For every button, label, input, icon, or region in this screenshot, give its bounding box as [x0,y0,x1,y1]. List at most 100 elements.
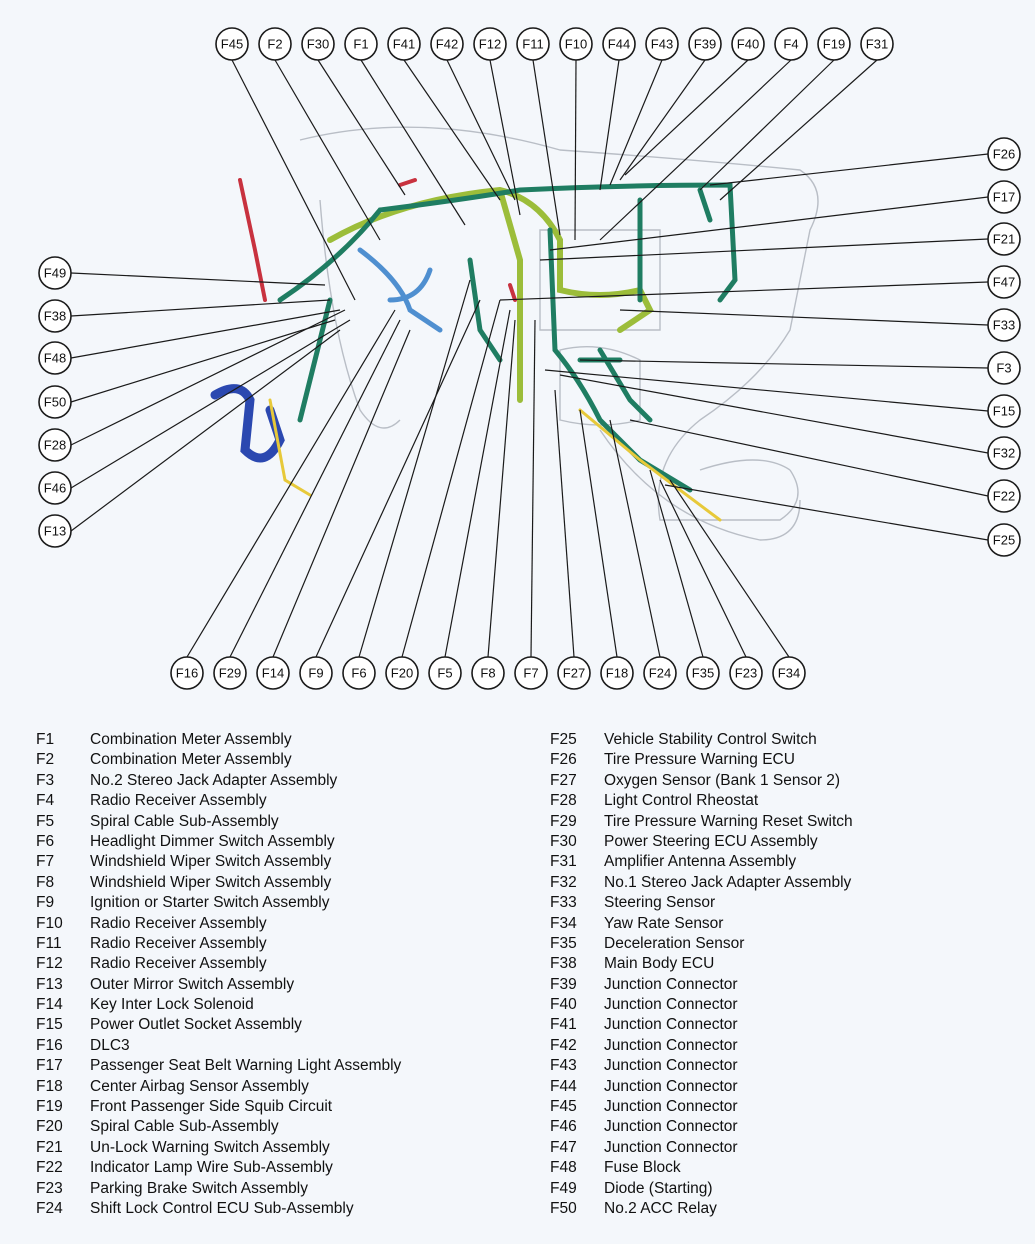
svg-text:F2: F2 [267,37,282,52]
svg-text:F20: F20 [391,666,413,681]
legend-code: F14 [36,996,63,1014]
svg-text:F24: F24 [649,666,671,681]
connector-label-f17: F17 [987,180,1021,214]
legend-code: F47 [550,1138,577,1156]
leader-f48 [70,309,341,359]
legend-code: F39 [550,975,577,993]
svg-text:F40: F40 [737,37,759,52]
svg-text:F11: F11 [522,37,543,52]
legend-code: F30 [550,832,577,850]
leader-f13 [70,329,341,532]
connector-label-f32: F32 [987,436,1021,470]
legend-description: Center Airbag Sensor Assembly [90,1077,309,1095]
legend-description: Vehicle Stability Control Switch [604,731,817,748]
legend-code: F9 [36,894,55,912]
svg-text:F30: F30 [307,37,329,52]
leader-lines [70,59,989,658]
legend-code: F26 [550,751,577,769]
legend-description: Deceleration Sensor [604,934,745,952]
legend-code: F42 [550,1036,577,1054]
legend-row-f15: F15 Power Outlet Socket Assembly [36,1015,506,1035]
connector-label-f42: F42 [430,27,464,61]
legend-description: Junction Connector [604,1036,738,1054]
legend-description: Radio Receiver Assembly [90,914,267,932]
leader-f49 [70,272,326,286]
legend-code: F3 [36,771,55,789]
legend-description: Combination Meter Assembly [90,751,292,769]
leader-f32 [559,374,989,454]
leader-f8 [487,319,516,658]
leader-f43 [609,59,663,186]
leader-f5 [444,309,511,658]
legend-description: Junction Connector [604,996,738,1014]
connector-label-f1: F1 [344,27,378,61]
leader-f30 [317,59,406,196]
connector-label-f47: F47 [987,265,1021,299]
legend-description: Junction Connector [604,1098,738,1116]
legend-description: Power Outlet Socket Assembly [90,1016,302,1034]
legend-code: F29 [550,812,577,830]
legend-description: DLC3 [90,1036,130,1054]
leader-f3 [579,359,989,369]
legend-description: Main Body ECU [604,955,715,973]
leader-f17 [549,196,989,251]
connector-label-f4: F4 [774,27,808,61]
svg-text:F25: F25 [993,533,1015,548]
leader-f41 [403,59,501,201]
connector-label-f40: F40 [731,27,765,61]
leader-f12 [489,59,521,216]
legend-code: F46 [550,1118,577,1136]
connector-label-f16: F16 [170,656,204,690]
connector-label-f50: F50 [38,385,72,419]
leader-f9 [315,299,481,658]
leader-f26 [709,153,989,186]
connector-label-f41: F41 [387,27,421,61]
legend-description: Un-Lock Warning Switch Assembly [90,1138,330,1156]
connector-label-f44: F44 [602,27,636,61]
legend-description: No.2 Stereo Jack Adapter Assembly [90,771,338,789]
legend-row-f42: F42 Junction Connector [550,1036,1020,1056]
connector-label-f22: F22 [987,479,1021,513]
leader-f21 [539,238,989,261]
connector-label-f10: F10 [559,27,593,61]
legend-code: F48 [550,1159,577,1177]
legend-code: F4 [36,792,55,810]
connector-label-f31: F31 [860,27,894,61]
connector-label-f24: F24 [643,656,677,690]
legend-row-f3: F3 No.2 Stereo Jack Adapter Assembly [36,771,506,791]
legend-code: F15 [36,1016,63,1034]
connector-label-f25: F25 [987,523,1021,557]
connector-label-f5: F5 [428,656,462,690]
legend-description: Shift Lock Control ECU Sub-Assembly [90,1199,354,1217]
legend-code: F17 [36,1057,63,1075]
svg-text:F44: F44 [608,37,630,52]
leader-f31 [719,59,878,201]
legend-description: Diode (Starting) [604,1179,713,1197]
legend-description: Front Passenger Side Squib Circuit [90,1098,333,1116]
svg-text:F5: F5 [437,666,452,681]
legend-code: F33 [550,894,577,912]
legend-code: F5 [36,812,55,830]
leader-f28 [70,309,346,446]
connector-label-f49: F49 [38,256,72,290]
legend-description: No.2 ACC Relay [604,1199,717,1217]
svg-text:F10: F10 [565,37,587,52]
